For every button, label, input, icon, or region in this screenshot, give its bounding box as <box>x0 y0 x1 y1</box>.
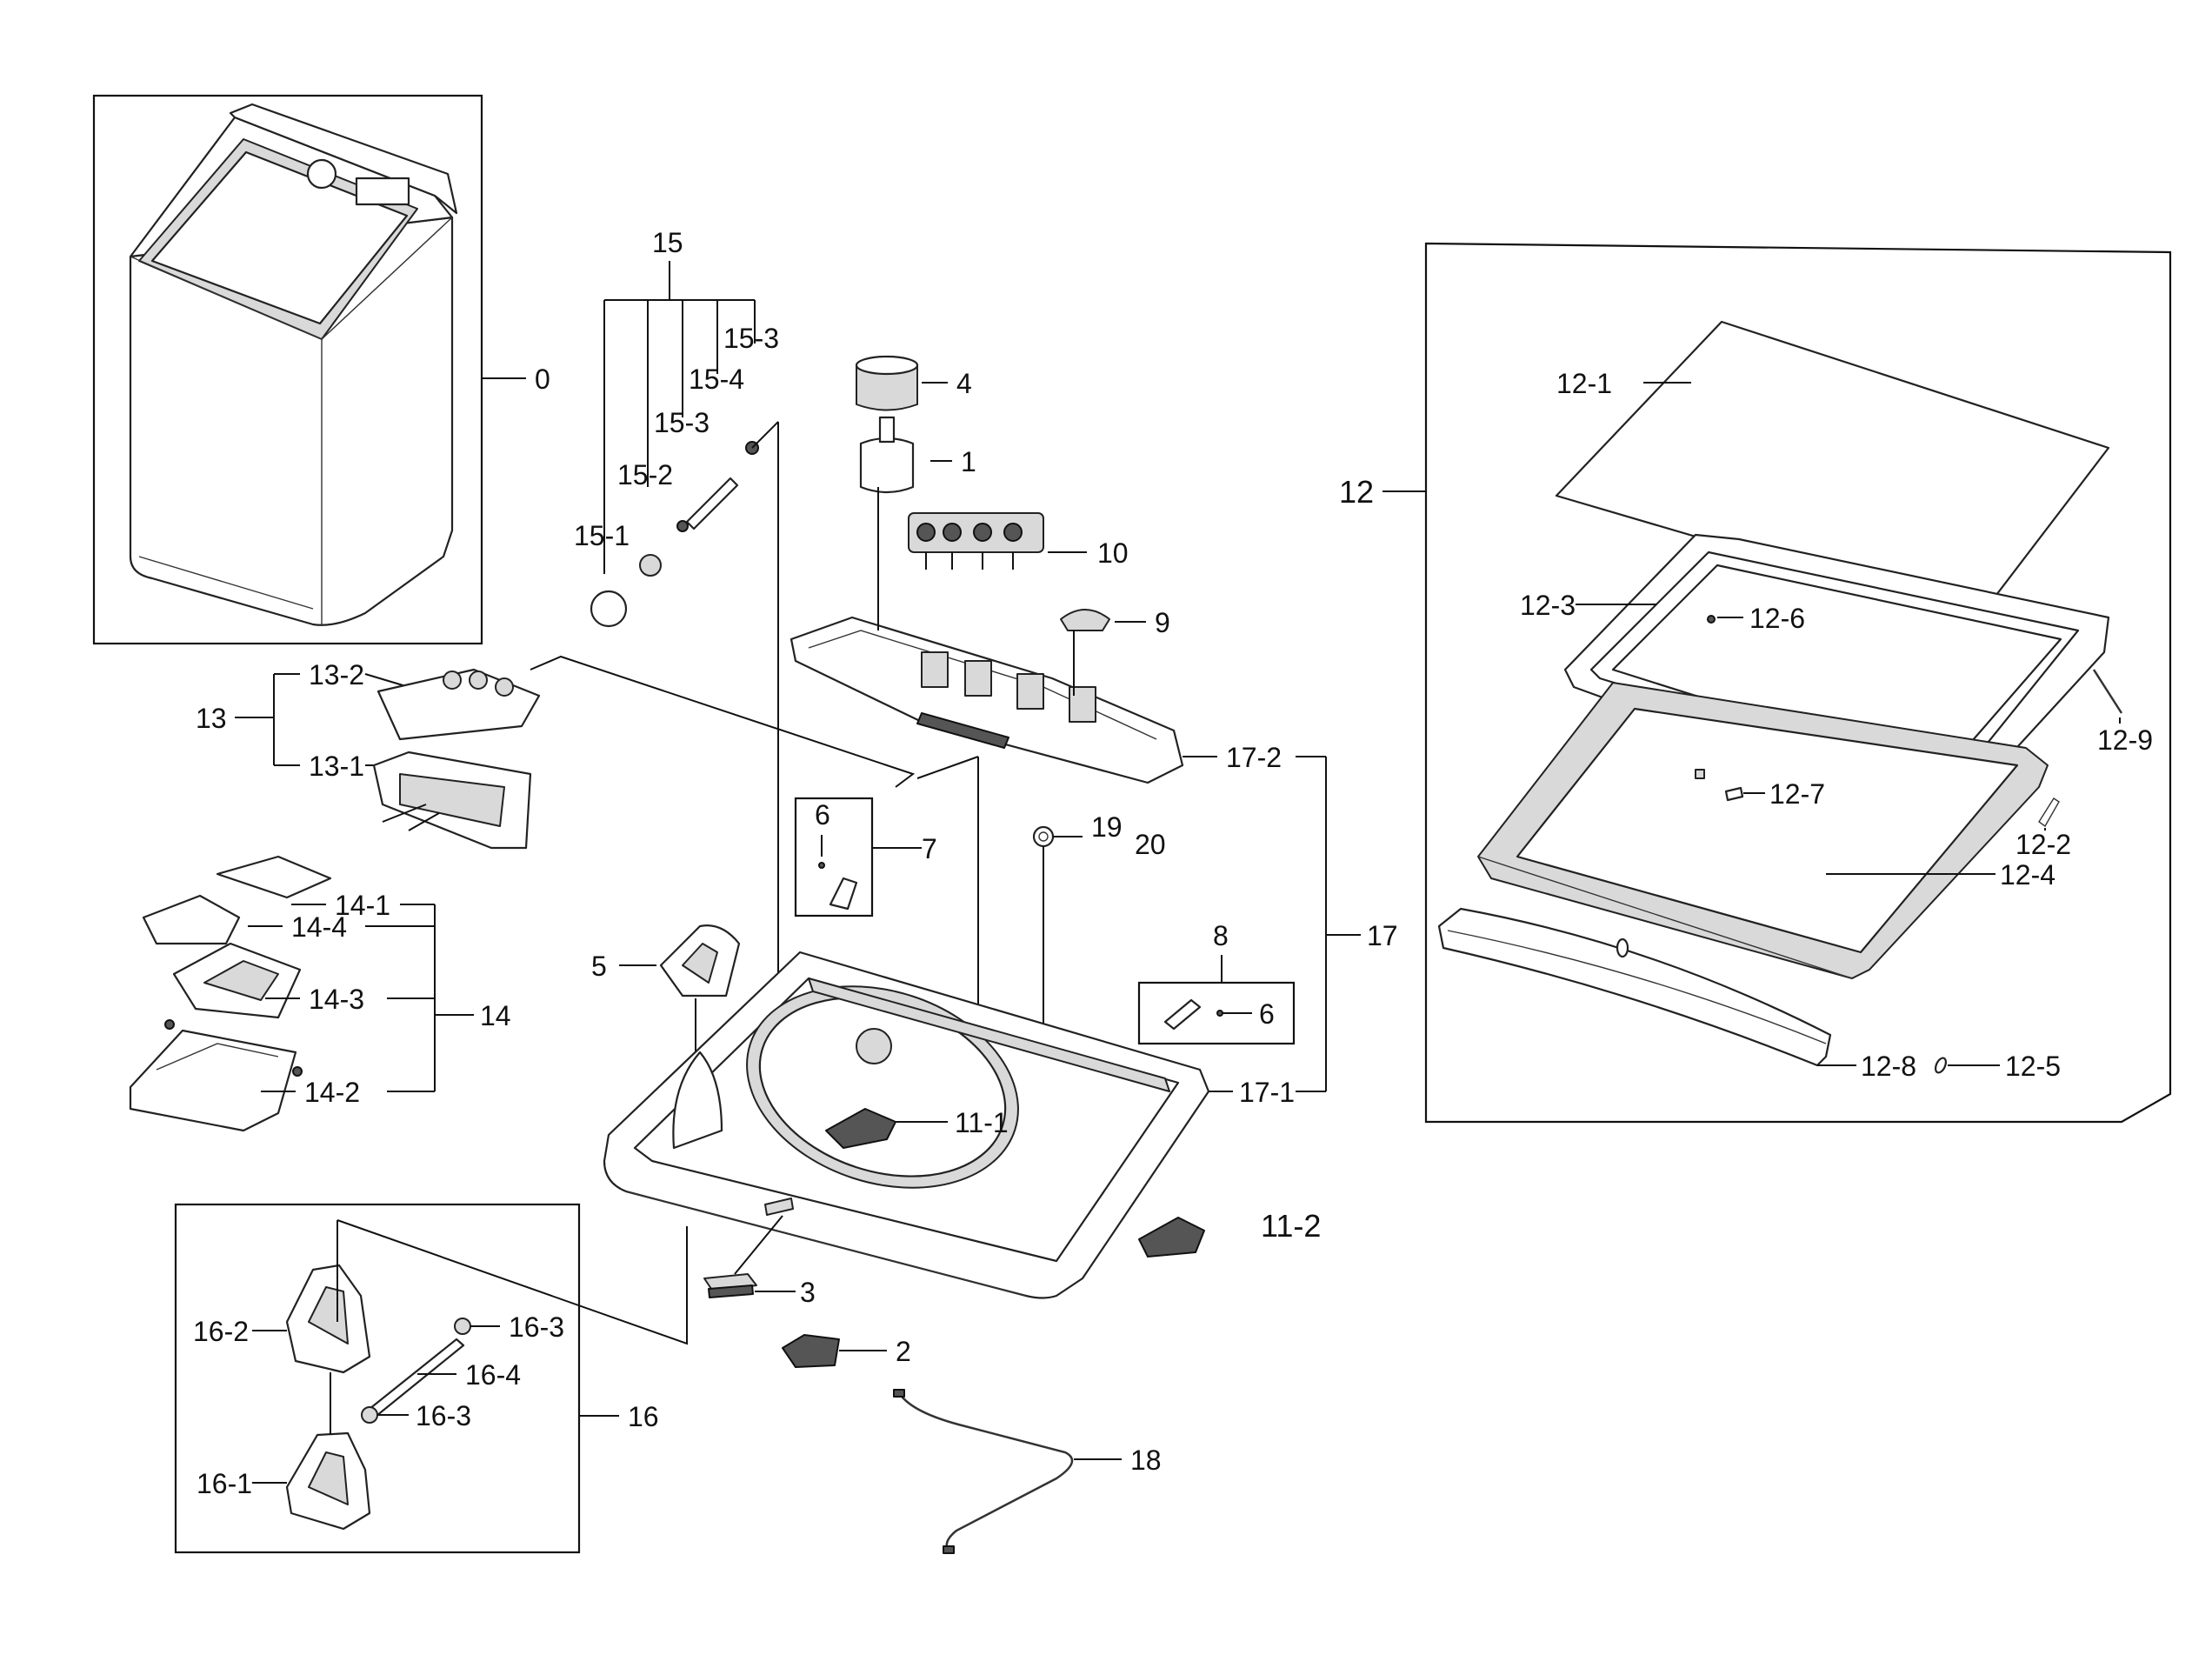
callout-12-2: 12-2 <box>2015 829 2071 860</box>
callout-15: 15 <box>652 227 683 258</box>
group-11-sensors: 11-1 11-2 <box>825 1107 1321 1258</box>
part-13-1-housing <box>372 751 532 850</box>
callout-3: 3 <box>800 1277 816 1308</box>
part-12-8-handle-trim <box>1437 907 1832 1067</box>
part-17-2-control-panel <box>790 616 1184 784</box>
callout-12-4: 12-4 <box>2000 859 2055 891</box>
callout-14-2: 14-2 <box>304 1077 360 1108</box>
frame-16 <box>174 1203 581 1554</box>
callout-10: 10 <box>1097 537 1129 569</box>
callout-13-1: 13-1 <box>309 751 364 782</box>
overview-frame <box>92 94 483 645</box>
part-1-knob-base <box>859 437 915 494</box>
callout-1: 1 <box>961 446 976 477</box>
callout-15-2: 15-2 <box>617 459 673 490</box>
group-lower-center-parts: 3 2 18 <box>703 1215 1162 1554</box>
part-14-2-drawer <box>129 1029 297 1132</box>
group-5-bleach-inlet: 5 <box>591 924 741 1122</box>
callout-8: 8 <box>1213 920 1229 951</box>
callout-18: 18 <box>1130 1444 1162 1476</box>
group-14-drawer: 14-1 14-4 14-3 14-2 14 <box>129 855 511 1132</box>
callout-5: 5 <box>591 951 607 982</box>
callout-17-2: 17-2 <box>1226 742 1282 773</box>
callout-11-2: 11-2 <box>1261 1208 1321 1244</box>
callout-2: 2 <box>896 1336 911 1367</box>
callout-17: 17 <box>1367 920 1398 951</box>
part-17-1-top-cover <box>603 951 1210 1299</box>
callout-12-3: 12-3 <box>1520 590 1576 621</box>
callout-12-8: 12-8 <box>1861 1051 1916 1082</box>
callout-16: 16 <box>628 1401 659 1432</box>
callout-12: 12 <box>1339 474 1374 510</box>
callout-12-9: 12-9 <box>2097 724 2153 756</box>
callout-6-box8: 6 <box>1259 998 1275 1030</box>
callout-16-1: 16-1 <box>197 1468 252 1499</box>
washer-illustration <box>129 103 458 626</box>
callout-12-1: 12-1 <box>1556 368 1612 399</box>
callout-0: 0 <box>535 364 550 395</box>
frame-12 <box>1424 242 2172 1124</box>
group-8-hinge-kit: 8 6 <box>1137 920 1296 1045</box>
callout-15-3-bottom: 15-3 <box>654 407 710 438</box>
part-11-2-switch <box>1138 1217 1205 1258</box>
callout-17-1: 17-1 <box>1239 1077 1295 1108</box>
callout-4: 4 <box>956 368 972 399</box>
part-12-4-door-frame <box>1477 682 2049 979</box>
group-0-washer-overview: 0 <box>92 94 550 645</box>
part-15-2-gear <box>639 554 662 577</box>
part-2-door-lock <box>782 1334 840 1368</box>
group-12-lid-assembly: 12 12-1 12-3 12-6 12-9 12-7 12-2 12-4 <box>1339 242 2172 1124</box>
callout-14-4: 14-4 <box>291 911 347 943</box>
part-14-4-tray <box>142 894 241 945</box>
group-17-top-cover-assembly: 17 17-1 <box>1196 756 1398 1108</box>
callout-11-1: 11-1 <box>955 1107 1009 1138</box>
callout-6-box7: 6 <box>815 799 830 831</box>
part-11-1-switch <box>825 1108 896 1149</box>
callout-16-3-bottom: 16-3 <box>416 1400 471 1431</box>
part-18-harness <box>898 1393 1074 1551</box>
part-15-1-cap <box>590 590 628 628</box>
callout-15-4: 15-4 <box>689 364 744 395</box>
part-10-valve-assembly <box>908 512 1044 570</box>
callout-13: 13 <box>196 703 227 734</box>
part-14-1-lid <box>216 855 332 899</box>
frame-7 <box>794 797 874 917</box>
callout-7: 7 <box>922 833 937 864</box>
group-7-hinge-kit: 6 7 <box>794 797 937 917</box>
callout-13-2: 13-2 <box>309 659 364 691</box>
part-15-4-rod <box>685 477 739 530</box>
callout-15-3-top: 15-3 <box>723 323 779 354</box>
callout-20: 20 <box>1135 829 1166 860</box>
group-13-dispenser: 13 13-2 13-1 <box>196 655 979 850</box>
part-19-washer <box>1032 825 1055 848</box>
callout-12-6: 12-6 <box>1749 603 1805 634</box>
callout-9: 9 <box>1155 607 1170 638</box>
callout-12-5: 12-5 <box>2005 1051 2061 1082</box>
callout-12-7: 12-7 <box>1769 778 1825 810</box>
group-upper-center-parts: 4 1 10 9 <box>790 355 1282 1017</box>
group-15-hinge-parts: 15 15-3 15-4 15-3 15-2 15-1 <box>574 227 779 1170</box>
callout-14-3: 14-3 <box>309 984 364 1015</box>
callout-16-3-top: 16-3 <box>509 1311 564 1343</box>
callout-16-4: 16-4 <box>465 1359 521 1391</box>
callout-14-1: 14-1 <box>335 890 390 921</box>
part-9-cap <box>1060 609 1110 631</box>
callout-15-1: 15-1 <box>574 520 630 551</box>
callout-16-2: 16-2 <box>193 1316 249 1347</box>
callout-14: 14 <box>480 1000 511 1031</box>
part-13-2-cover <box>376 668 541 741</box>
group-16-hinge-assembly: 16 16-2 16-3 16-4 16-3 16-1 <box>174 1203 688 1554</box>
callout-19: 19 <box>1091 811 1123 843</box>
frame-8 <box>1137 981 1296 1045</box>
